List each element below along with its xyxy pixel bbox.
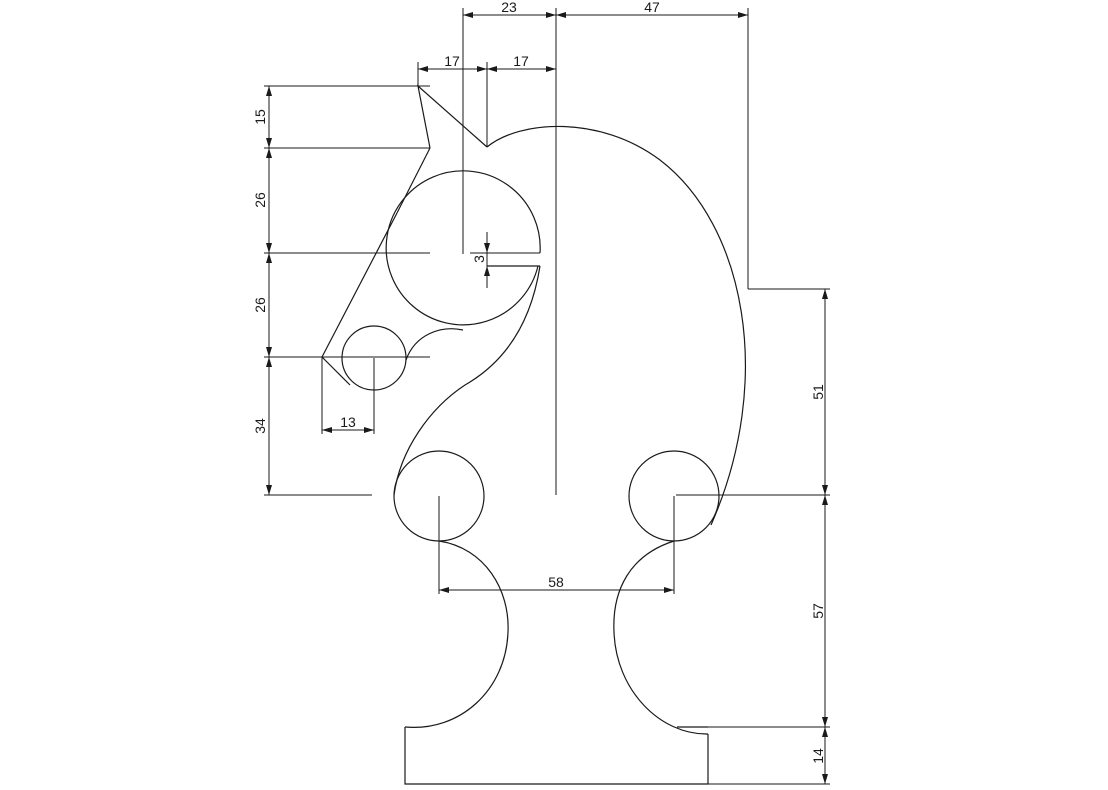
dim-top-23: 23 (501, 0, 517, 15)
dim-left-26-upper: 26 (252, 192, 268, 208)
dim-base-58: 58 (548, 574, 564, 590)
dim-ear-17-right: 17 (513, 53, 529, 69)
dim-left-34: 34 (252, 418, 268, 434)
dim-eye-3: 3 (471, 255, 487, 263)
dim-right-57: 57 (810, 603, 826, 619)
dim-nose-13: 13 (340, 414, 356, 430)
pedestal-arc-left (404, 540, 509, 728)
dim-top-47: 47 (644, 0, 660, 15)
chin-line (321, 356, 351, 386)
reference-lines (264, 8, 830, 785)
dim-left-26-lower: 26 (252, 297, 268, 313)
snout-line (321, 212, 398, 358)
dim-right-51: 51 (810, 384, 826, 400)
face-line (396, 147, 431, 214)
dim-right-14: 14 (810, 748, 826, 764)
eye-circle (385, 170, 541, 326)
base-block (404, 727, 709, 785)
back-curve (486, 125, 746, 526)
dimension-lines (266, 12, 828, 784)
dim-ear-17-left: 17 (444, 53, 460, 69)
knight-outline (321, 84, 746, 785)
dimension-labels: 23 47 17 17 15 26 26 34 13 3 51 57 14 58 (252, 0, 826, 764)
dim-left-15: 15 (252, 109, 268, 125)
pedestal-arc-right (613, 540, 709, 735)
neck-curve (393, 265, 541, 496)
ear-left-edge (417, 84, 488, 149)
jaw-arc (405, 328, 464, 361)
